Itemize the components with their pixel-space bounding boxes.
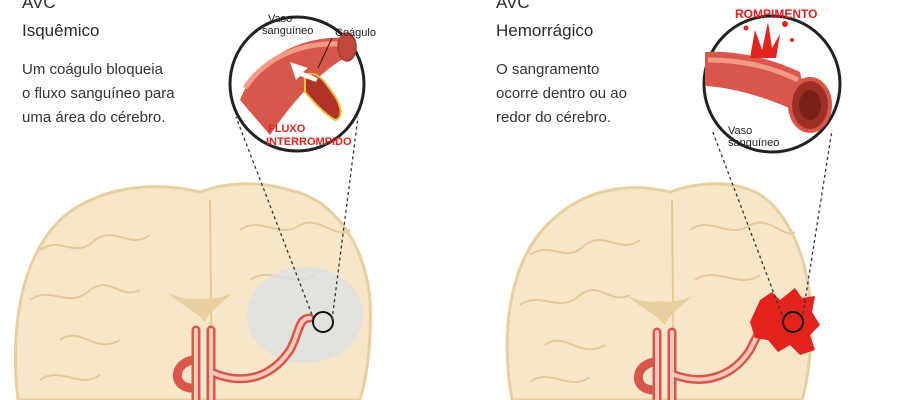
rupture-label: ROMPIMENTO: [735, 7, 817, 21]
ischemic-description-2: o fluxo sanguíneo para: [22, 85, 175, 102]
ischemic-description-3: uma área do cérebro.: [22, 109, 166, 126]
ischemic-description-1: Um coágulo bloqueia: [22, 61, 163, 78]
hemorrhagic-description-1: O sangramento: [496, 61, 600, 78]
hemorrhagic-illustration: ROMPIMENTO Vaso sanguíneo: [505, 7, 842, 400]
vessel-label-left-1: Vaso: [268, 13, 292, 25]
ischemic-panel: Vaso sanguíneo Coágulo FLUXO INTERROMPID…: [13, 0, 376, 400]
zoom-lines-right: [711, 129, 833, 321]
vessel-label-right-1: Vaso: [728, 125, 752, 137]
magnifier-hemorrhagic: [702, 14, 842, 154]
hemorrhagic-description-3: redor do cérebro.: [496, 109, 612, 126]
ischemic-illustration: Vaso sanguíneo Coágulo FLUXO INTERROMPID…: [13, 13, 376, 400]
flow-label-2: INTERROMPIDO: [266, 136, 352, 148]
flow-label-1: FLUXO: [268, 123, 306, 135]
magnifier-ischemic: [228, 15, 366, 153]
brain-right: [505, 182, 820, 400]
zoom-lines-left: [235, 116, 359, 321]
hemorrhagic-title-line2: Hemorrágico: [496, 21, 594, 40]
hemorrhagic-title-line1: AVC: [496, 0, 530, 12]
vessel-label-right-2: sanguíneo: [728, 137, 779, 149]
vessel-label-left-2: sanguíneo: [262, 25, 313, 37]
ischemic-title-line1: AVC: [22, 0, 56, 12]
hemorrhagic-description-2: ocorre dentro ou ao: [496, 85, 627, 102]
ischemic-title-line2: Isquêmico: [22, 21, 100, 40]
clot-label: Coágulo: [335, 27, 376, 39]
brain-left: [13, 182, 372, 400]
hemorrhagic-panel: ROMPIMENTO Vaso sanguíneo AVC Hemorrágic…: [450, 0, 900, 400]
